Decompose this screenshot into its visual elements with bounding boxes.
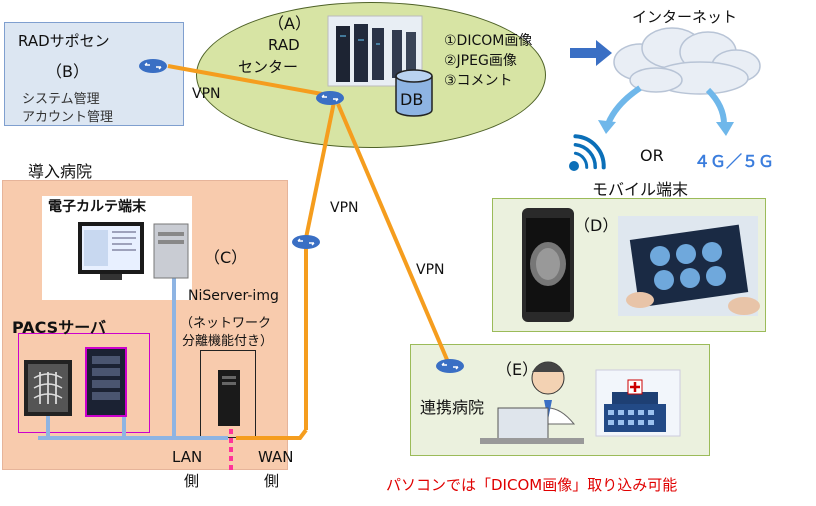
rad-support-line2: アカウント管理 — [22, 110, 114, 125]
db-label: DB — [400, 90, 424, 109]
partner-title: 連携病院 — [420, 398, 485, 417]
wan-side-label: 側 — [264, 472, 280, 490]
rad-center-line1: RAD — [268, 36, 300, 54]
vpn-lines — [167, 64, 450, 440]
center-item-3: ③コメント — [444, 73, 513, 89]
router-icon — [436, 359, 464, 373]
doctor-laptop-image — [480, 361, 584, 444]
niserver-name: NiServer-img — [188, 288, 279, 304]
pacs-box — [18, 333, 150, 433]
router-icon — [139, 59, 167, 73]
pacs-server-image — [85, 347, 127, 417]
rad-center-line2: センター — [238, 58, 299, 76]
center-item-1: ①DICOM画像 — [444, 33, 533, 49]
ehr-terminal-image — [78, 222, 189, 280]
rad-center-label: （A） — [268, 14, 311, 33]
rad-support-label: （B） — [46, 62, 89, 81]
network-label: ４Ｇ／５Ｇ — [694, 152, 775, 171]
vpn-label-3: VPN — [416, 262, 445, 278]
lan-lines — [38, 262, 228, 440]
router-icon — [316, 91, 344, 105]
vpn-label-2: VPN — [330, 200, 359, 216]
cloud-icon — [613, 27, 761, 95]
router-icon — [292, 235, 320, 249]
mobile-label: モバイル端末 — [592, 180, 689, 199]
tablet-image — [618, 216, 760, 316]
hospital-building-image — [595, 369, 681, 437]
wan-label: WAN — [258, 448, 294, 466]
center-item-2: ②JPEG画像 — [444, 53, 517, 69]
footnote: パソコンでは「DICOM画像」取り込み可能 — [386, 476, 678, 494]
niserver-note-1: （ネットワーク — [180, 316, 272, 331]
rad-support-line1: システム管理 — [22, 92, 100, 107]
pacs-label: PACSサーバ — [12, 318, 107, 337]
partner-label: （E） — [496, 360, 539, 379]
db-icon — [395, 69, 433, 117]
rad-support-panel — [4, 22, 184, 126]
smartphone-image — [522, 208, 574, 322]
or-label: OR — [640, 146, 664, 165]
ehr-label: 電子カルテ端末 — [48, 199, 146, 215]
niserver-section-label: （C） — [204, 248, 248, 267]
wireless-icon — [569, 134, 606, 171]
lan-side-label: 側 — [184, 472, 200, 490]
rad-support-title: RADサポセン — [18, 32, 110, 50]
niserver-note-2: 分離機能付き） — [182, 334, 274, 349]
arrow-down-right-icon — [705, 87, 727, 125]
niserver-image — [218, 370, 240, 426]
mobile-panel-label: （D） — [574, 216, 619, 235]
arrow-down-left-icon — [605, 85, 642, 126]
lan-label: LAN — [172, 448, 203, 466]
internet-label: インターネット — [632, 8, 738, 26]
vpn-label-1: VPN — [192, 86, 221, 102]
hospital-title: 導入病院 — [28, 162, 93, 181]
arrow-right-icon — [570, 40, 612, 66]
pacs-monitor-image — [24, 360, 72, 416]
